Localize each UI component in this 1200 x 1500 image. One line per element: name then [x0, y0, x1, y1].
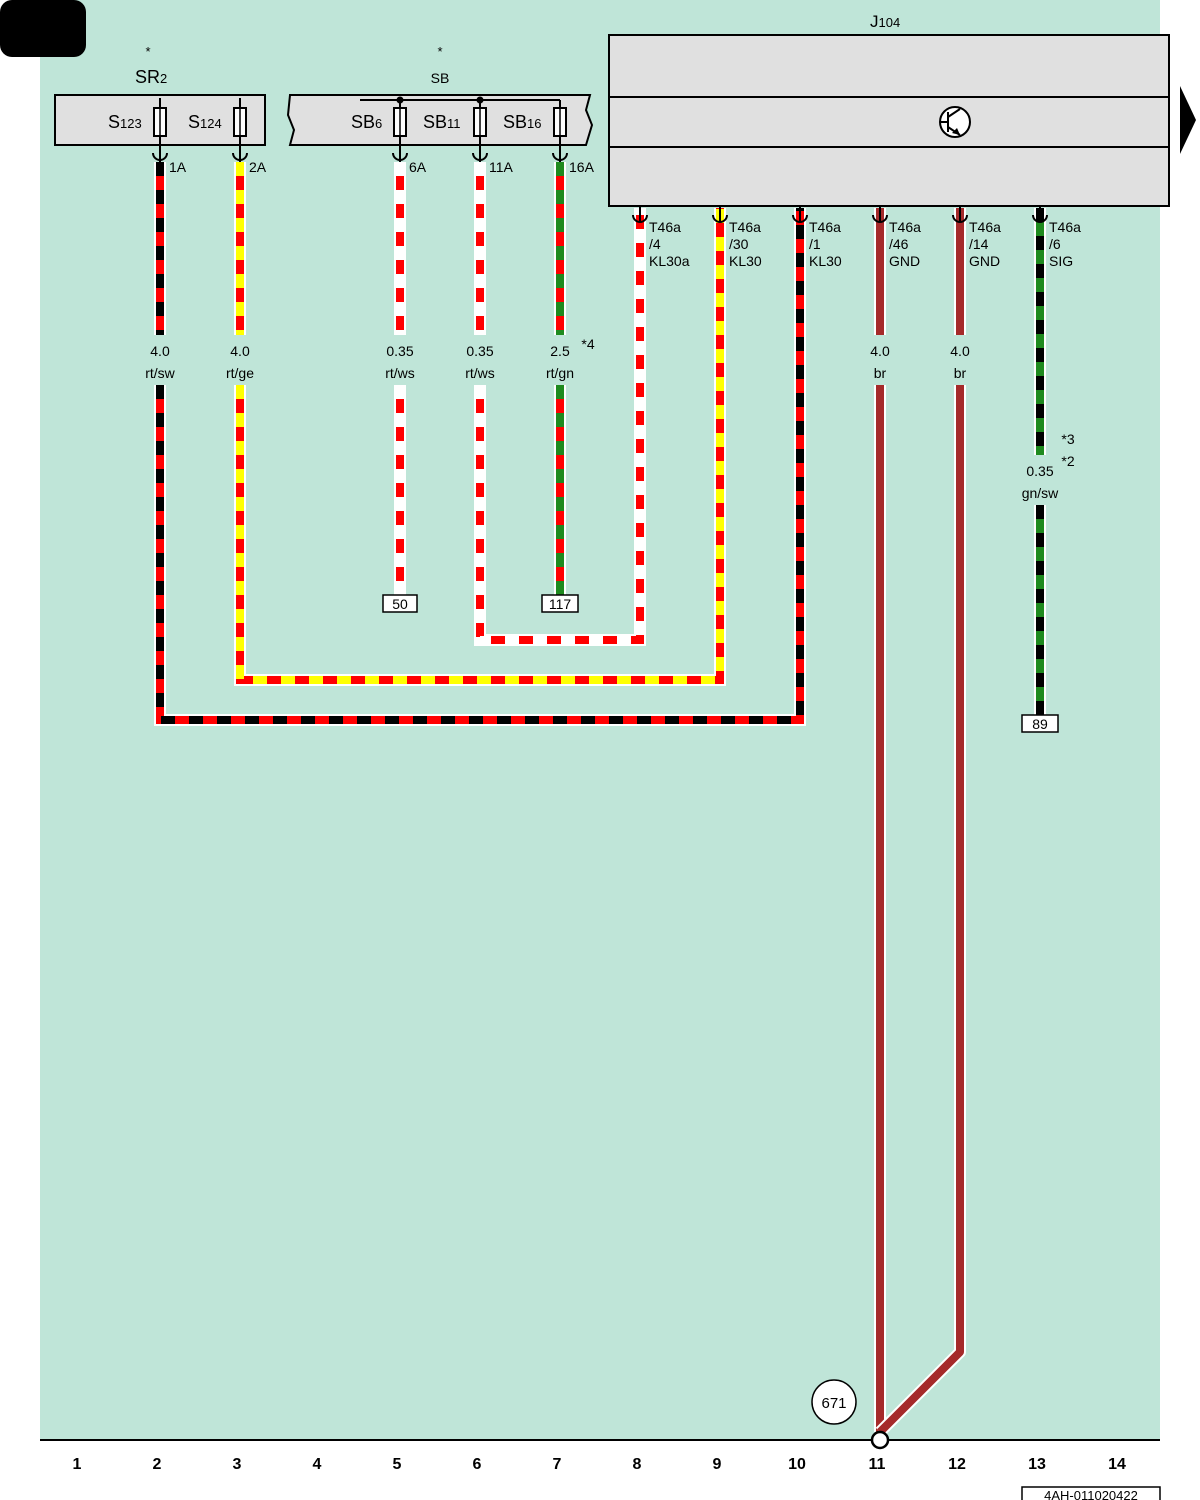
fuse-s123: S123: [108, 98, 167, 145]
doc-code-box: [1021, 1486, 1161, 1500]
sr2-star: *: [145, 44, 150, 59]
fuse-sb6: SB6: [351, 107, 407, 145]
j104-label: J104: [870, 12, 900, 31]
grid-number: 11: [869, 1456, 886, 1473]
sb-label: SB: [431, 70, 450, 86]
reference-boxes: 50 117 89: [382, 594, 1059, 733]
ref-label-117: 117: [549, 596, 572, 612]
j104-bottom-panel: [608, 146, 1170, 207]
pin-label: 2A: [249, 159, 267, 175]
grid-number: 6: [473, 1456, 482, 1473]
fuse-label: SB11: [423, 112, 461, 132]
wire-color: rt/ws: [385, 365, 415, 381]
connector-group: 1A 2A 6A 11A 16A: [152, 145, 595, 175]
wire-size: 0.35: [466, 343, 493, 359]
wire-stripe: [156, 208, 804, 724]
ground-junction-icon: [870, 1430, 890, 1450]
doc-code: 4AH-011020422: [1044, 1488, 1138, 1500]
wire-stripe: [236, 208, 724, 684]
wire-color: rt/ge: [226, 365, 254, 381]
j104-block: J104: [608, 12, 1170, 223]
wire-group: [154, 162, 1046, 1437]
grid-number: 12: [948, 1456, 966, 1473]
grid-number: 14: [1108, 1456, 1126, 1473]
sb-star: *: [437, 44, 442, 59]
wire-size: 2.5: [550, 343, 570, 359]
grid-number: 4: [313, 1456, 322, 1473]
wire-color: rt/gn: [546, 365, 574, 381]
grid-number: 2: [153, 1456, 162, 1473]
wire-color: rt/ws: [465, 365, 495, 381]
pin-label: 16A: [569, 159, 595, 175]
fuse-label: S124: [188, 112, 222, 132]
grid-number: 10: [788, 1456, 806, 1473]
wire-base: [877, 385, 964, 1435]
ref-label-50: 50: [392, 596, 408, 612]
grid-number: 13: [1028, 1456, 1046, 1473]
sb-junction-dot: [476, 96, 484, 104]
grid-number: 3: [233, 1456, 242, 1473]
wire-color: gn/sw: [1022, 485, 1059, 501]
page-tab: [0, 0, 86, 57]
fuse-s124: S124: [188, 98, 247, 145]
ref-box-89: [1021, 714, 1059, 733]
wire-note: *2: [1061, 453, 1074, 469]
sb-block: * SB: [286, 44, 594, 146]
ref-label-89: 89: [1032, 716, 1048, 732]
wire-size: 0.35: [1026, 463, 1053, 479]
wire-size: 4.0: [150, 343, 170, 359]
wire-size: 4.0: [230, 343, 250, 359]
wire-base: [476, 208, 644, 644]
wire-color: rt/sw: [145, 365, 175, 381]
wire-color: br: [874, 365, 887, 381]
pin-label: 1A: [169, 159, 187, 175]
wire-size: 4.0: [870, 343, 890, 359]
grid-number: 9: [713, 1456, 722, 1473]
grid-number: 5: [393, 1456, 402, 1473]
grid-number: 1: [73, 1456, 82, 1473]
grid-numbers: 1 2 3 4 5 6 7 8 9 10 11 12 13 14: [73, 1456, 1126, 1473]
wire-labels: 4.0 rt/sw 4.0 rt/ge 0.35 rt/ws 0.35 rt/w…: [145, 336, 1075, 501]
sr2-label: SR2: [135, 67, 167, 87]
wire-br-12: [875, 208, 966, 1437]
j104-top-panel: [608, 34, 1170, 98]
pin-label: 11A: [489, 159, 514, 175]
wire-note: *4: [581, 336, 594, 352]
ground-ref-circle: [811, 1379, 857, 1425]
continuation-arrow-icon: [1180, 86, 1196, 154]
fuse-label: S123: [108, 112, 142, 132]
transistor-icon: [939, 106, 971, 138]
ground-ref-label: 671: [821, 1395, 846, 1412]
sb-junction-dot: [396, 96, 404, 104]
j104-middle-panel: [608, 96, 1170, 148]
ground-point: 671: [811, 1379, 890, 1450]
fuse-sb11: SB11: [423, 107, 487, 145]
grid-number: 8: [633, 1456, 642, 1473]
ref-box-50: [382, 594, 418, 613]
ref-box-117: [541, 594, 579, 613]
wire-size: 0.35: [386, 343, 413, 359]
wire-size: 4.0: [950, 343, 970, 359]
pin-label: 6A: [409, 159, 427, 175]
wire-color: br: [954, 365, 967, 381]
wire-rt-sw: [154, 162, 806, 726]
grid-number: 7: [553, 1456, 562, 1473]
sb-box: [286, 94, 594, 146]
fuse-label: SB6: [351, 112, 382, 132]
wire-note: *3: [1061, 431, 1074, 447]
wire-rt-ge: [234, 162, 726, 686]
wire-rt-ws-6: [474, 162, 646, 646]
fuse-label: SB16: [503, 112, 541, 132]
fuse-sb16: SB16: [503, 107, 567, 145]
